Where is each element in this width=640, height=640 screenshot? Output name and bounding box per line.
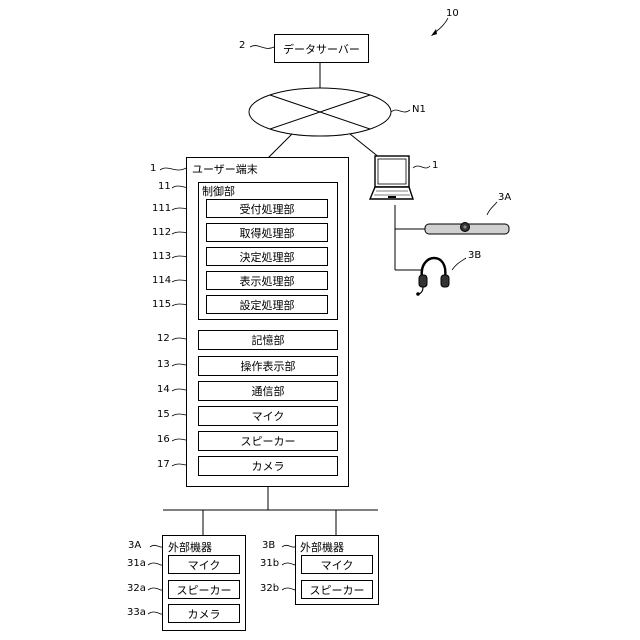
unit-ref: 113 [152,251,171,262]
microphone-unit: マイク [198,406,338,426]
network-ref: N1 [412,104,426,115]
device-3b-ref: 3B [468,250,481,261]
external-3a-title: 外部機器 [168,539,212,555]
control-unit-ref: 11 [158,181,171,192]
component-ref: 17 [157,459,170,470]
communication-unit: 通信部 [198,381,338,401]
external-3a-ref: 3A [128,540,141,551]
setting-processing-unit: 設定処理部 [206,295,328,314]
laptop-ref: 1 [432,160,438,171]
unit-ref: 111 [152,203,171,214]
component-ref: 15 [157,409,170,420]
component-ref: 13 [157,359,170,370]
external-3b-speaker: スピーカー [301,580,373,599]
reception-processing-unit: 受付処理部 [206,199,328,218]
laptop-icon [368,153,414,207]
data-server-box: データサーバー [274,34,369,63]
user-terminal-ref: 1 [150,163,156,174]
component-ref: 16 [157,434,170,445]
speakerphone-camera-icon [424,219,510,237]
external-item-ref: 32a [127,583,146,594]
external-3a-camera: カメラ [168,604,240,623]
external-item-ref: 31a [127,558,146,569]
external-3a-microphone: マイク [168,555,240,574]
server-ref: 2 [239,40,245,51]
external-item-ref: 33a [127,607,146,618]
display-processing-unit: 表示処理部 [206,271,328,290]
external-item-ref: 32b [260,583,279,594]
speaker-unit: スピーカー [198,431,338,451]
external-3b-ref: 3B [262,540,275,551]
user-terminal-title: ユーザー端末 [192,161,258,177]
component-ref: 12 [157,333,170,344]
determination-processing-unit: 決定処理部 [206,247,328,266]
operation-display-unit: 操作表示部 [198,356,338,376]
external-item-ref: 31b [260,558,279,569]
unit-ref: 112 [152,227,171,238]
figure-ref: 10 [446,8,459,19]
storage-unit: 記憶部 [198,330,338,350]
acquisition-processing-unit: 取得処理部 [206,223,328,242]
camera-unit: カメラ [198,456,338,476]
external-3a-speaker: スピーカー [168,580,240,599]
external-3b-microphone: マイク [301,555,373,574]
control-unit-title: 制御部 [202,183,235,199]
device-3a-ref: 3A [498,192,511,203]
unit-ref: 115 [152,299,171,310]
unit-ref: 114 [152,275,171,286]
component-ref: 14 [157,384,170,395]
headset-icon [416,254,450,296]
external-3b-title: 外部機器 [300,539,344,555]
